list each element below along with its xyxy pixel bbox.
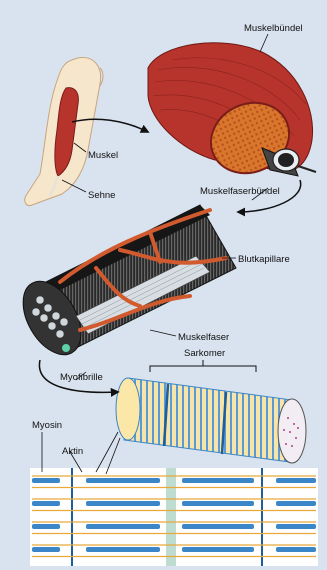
myosin-filament [276,524,316,529]
label-myofibrille: Myofibrille [60,372,103,383]
label-muskelfaser: Muskelfaser [178,332,229,343]
myosin-filament [182,501,254,506]
myosin-filament [86,547,160,552]
myosin-filament [182,478,254,483]
arm-illustration [25,57,103,205]
myosin-filament [32,501,60,506]
label-muskelfaserbuendel: Muskelfaserbündel [200,186,280,197]
label-muskelbuendel: Muskelbündel [244,23,303,34]
label-sarkomer: Sarkomer [184,348,225,359]
myosin-filament [182,524,254,529]
myosin-filament [86,524,160,529]
myofibril-illustration [116,360,306,463]
myofibril-end [278,399,306,463]
label-blutkapillare: Blutkapillare [238,254,290,265]
sarcomere-filament-illustration [30,468,318,566]
myosin-filament [276,478,316,483]
myosin-filament [276,547,316,552]
label-aktin: Aktin [62,446,83,457]
label-sehne: Sehne [88,190,115,201]
myosin-filament [32,547,60,552]
myofibril-highlight [62,344,70,352]
label-myosin: Myosin [32,420,62,431]
label-muskel: Muskel [88,150,118,161]
myosin-filament [276,501,316,506]
myosin-filament [182,547,254,552]
myosin-filament [32,478,60,483]
muscle-bundle-illustration [148,43,316,186]
myosin-filament [86,478,160,483]
myosin-filament [86,501,160,506]
sarkomer-bracket [150,366,256,372]
myosin-filament [32,524,60,529]
